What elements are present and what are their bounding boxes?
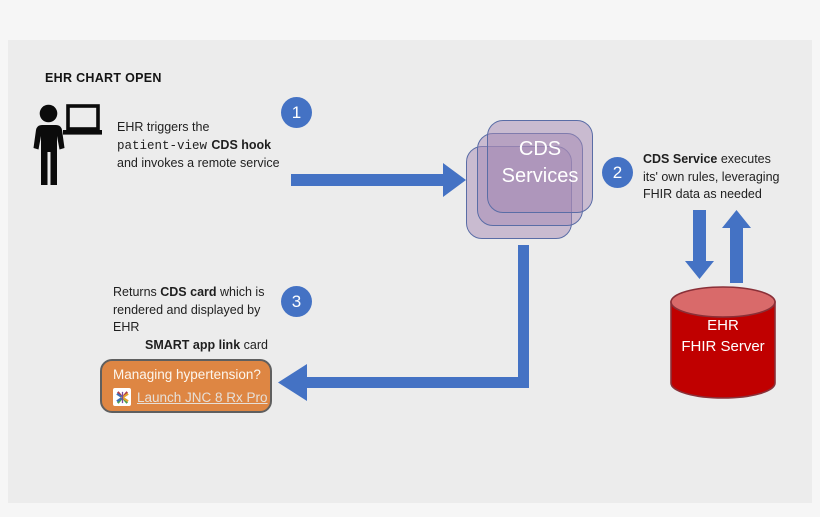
diagram-title: EHR CHART OPEN xyxy=(45,71,162,85)
step2-description: CDS Service executes its' own rules, lev… xyxy=(643,152,780,201)
card-question-text: Managing hypertension? xyxy=(113,367,261,382)
cds-services-card-front xyxy=(487,120,593,213)
arrow-cds-to-smart-card-icon xyxy=(278,245,529,401)
arrow-fhir-to-cds-icon xyxy=(722,210,751,283)
fhir-server-database-icon xyxy=(670,286,776,399)
step3-description: Returns CDS card which is rendered and d… xyxy=(113,285,265,334)
laptop-icon xyxy=(63,104,102,135)
launch-app-link[interactable]: Launch JNC 8 Rx Pro xyxy=(137,389,268,405)
smart-card-caption: SMART app link card xyxy=(145,338,268,352)
clinician-at-laptop-icon xyxy=(33,104,102,185)
fhir-server-label: EHR FHIR Server xyxy=(681,317,765,355)
step2-badge: 2 xyxy=(602,157,633,188)
smart-app-link-card[interactable]: Managing hypertension? Launch JNC 8 Rx P… xyxy=(100,359,272,413)
arrow-ehr-to-cds-icon xyxy=(291,163,466,197)
cds-services-label: CDS Services xyxy=(501,138,579,187)
step3-badge: 3 xyxy=(281,286,312,317)
cds-hook-code-text: patient-view xyxy=(117,138,208,153)
arrow-cds-to-fhir-icon xyxy=(685,210,714,279)
jnc8-app-icon xyxy=(113,388,131,406)
step1-badge: 1 xyxy=(281,97,312,128)
diagram-panel xyxy=(8,40,812,503)
